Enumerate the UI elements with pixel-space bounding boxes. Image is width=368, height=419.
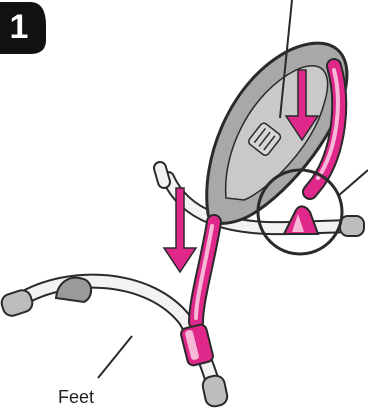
- pink-rear-leg: [302, 58, 348, 200]
- step-number-badge: 1: [0, 0, 46, 56]
- down-arrow-icon: [162, 187, 198, 274]
- feet-tube: [0, 273, 229, 408]
- detail-magnifier: [256, 168, 368, 256]
- feet-pointer-line: [97, 335, 133, 379]
- feet-label: Feet: [58, 387, 95, 407]
- down-arrow-icon: [284, 69, 320, 142]
- pink-front-leg: [180, 214, 222, 367]
- step-number: 1: [9, 8, 29, 46]
- pointer-line: [279, 0, 293, 119]
- step-badge-shape: [0, 2, 46, 54]
- speaker-grille-icon: [248, 122, 282, 156]
